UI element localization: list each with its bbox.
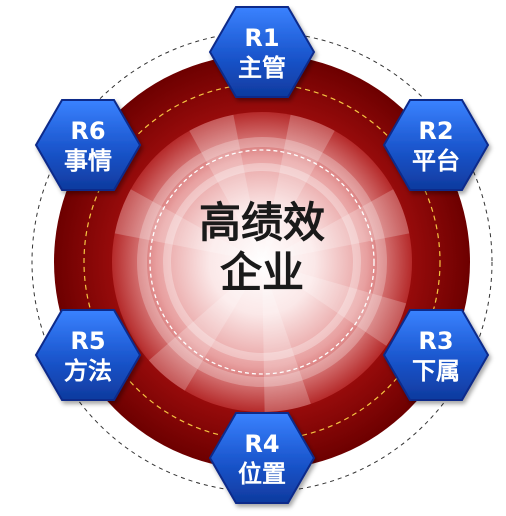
light-rays — [114, 114, 410, 412]
node-r1-label: 主管 — [238, 54, 286, 82]
node-r6-label: 事情 — [64, 147, 112, 175]
node-r6-code: R6 — [70, 117, 105, 145]
node-r4-code: R4 — [244, 430, 279, 458]
node-r2-platform: R2 平台 — [382, 99, 490, 191]
light-ray-1 — [262, 114, 335, 262]
node-r5-code: R5 — [70, 327, 105, 355]
node-r3-code: R3 — [418, 327, 453, 355]
light-ray-6 — [114, 189, 262, 262]
node-r4-position: R4 位置 — [208, 412, 316, 504]
node-r1-supervisor: R1 主管 — [208, 6, 316, 98]
ring-light-2 — [163, 163, 361, 361]
node-r2-label: 平台 — [412, 147, 460, 175]
light-ray-7 — [189, 114, 262, 262]
node-r6-matter: R6 事情 — [34, 99, 142, 191]
node-r1-code: R1 — [244, 24, 279, 52]
light-ray-5 — [148, 262, 262, 391]
node-r2-code: R2 — [418, 117, 453, 145]
inner-glow-disc — [112, 112, 412, 412]
light-ray-4 — [262, 262, 311, 412]
light-ray-2 — [262, 189, 410, 262]
center-title-line1: 高绩效 — [199, 198, 325, 247]
node-r5-method: R5 方法 — [34, 309, 142, 401]
center-dashed-ring — [149, 149, 375, 375]
node-r5-label: 方法 — [64, 357, 112, 385]
light-ray-3 — [262, 262, 407, 346]
ring-light-1 — [137, 137, 387, 387]
node-r4-label: 位置 — [238, 460, 286, 488]
node-r3-subordinate: R3 下属 — [382, 309, 490, 401]
node-r3-label: 下属 — [412, 357, 460, 385]
center-title-line2: 企业 — [220, 248, 304, 297]
